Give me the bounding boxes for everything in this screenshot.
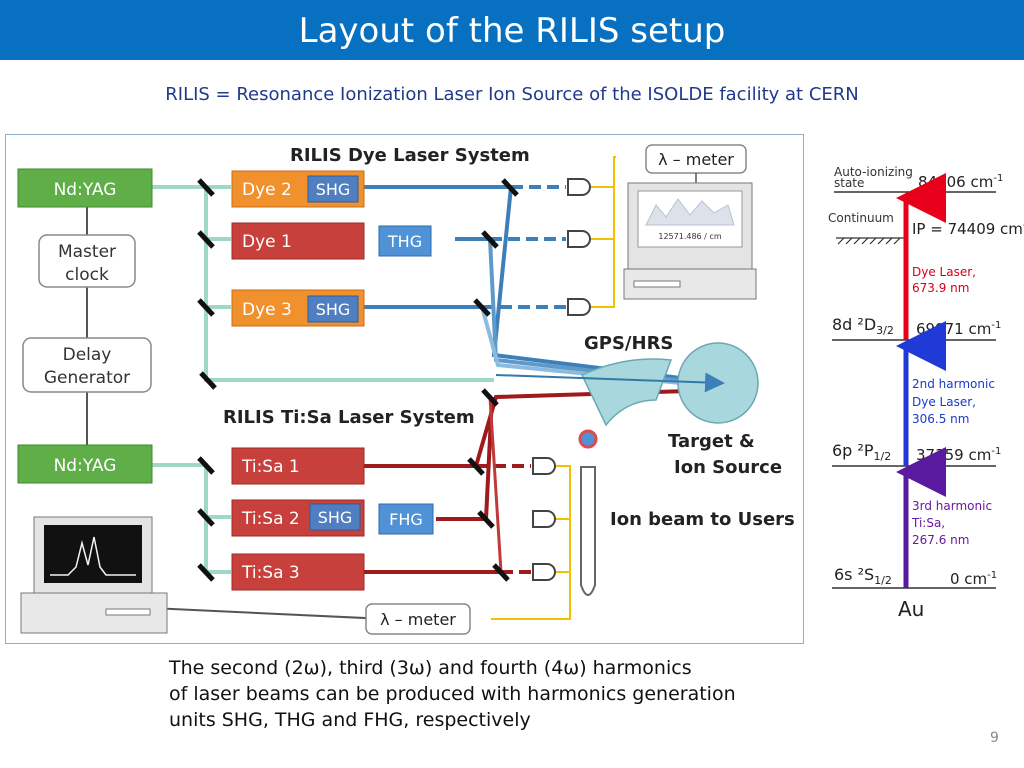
svg-text:Nd:YAG: Nd:YAG bbox=[54, 456, 117, 476]
autoionizing-value: 84806 cm-1 bbox=[918, 173, 1003, 191]
step1-label-2: Ti:Sa, bbox=[911, 516, 945, 530]
svg-text:THG: THG bbox=[387, 232, 422, 251]
pump-beam-top bbox=[152, 185, 494, 382]
step3-label-2: 673.9 nm bbox=[912, 281, 969, 295]
level-6s-label: 6s ²S1/2 bbox=[834, 565, 892, 587]
separator-magnet bbox=[495, 342, 759, 427]
lambda-meter-top: λ – meter bbox=[645, 144, 747, 185]
step2-label-3: 306.5 nm bbox=[912, 412, 969, 426]
master-clock-box: Master clock bbox=[38, 234, 136, 288]
dye-1-box: Dye 1 THG bbox=[231, 222, 432, 260]
svg-text:SHG: SHG bbox=[316, 180, 351, 199]
note-line-2: of laser beams can be produced with harm… bbox=[169, 683, 736, 705]
svg-text:Ti:Sa 1: Ti:Sa 1 bbox=[241, 457, 300, 477]
tisa-system-title: RILIS Ti:Sa Laser System bbox=[223, 407, 475, 428]
setup-svg: Nd:YAG Master clock Delay Generator Nd:Y… bbox=[17, 144, 795, 635]
svg-text:Delay: Delay bbox=[63, 345, 112, 365]
gps-hrs-label: GPS/HRS bbox=[584, 333, 673, 354]
page-number: 9 bbox=[990, 730, 999, 746]
autoionizing-label-1: Auto-ionizing bbox=[834, 165, 913, 179]
dye-3-box: Dye 3 SHG bbox=[231, 289, 365, 327]
computer-top: 12571.486 / cm bbox=[623, 182, 757, 300]
svg-text:Master: Master bbox=[58, 242, 116, 262]
level-6p-label: 6p ²P1/2 bbox=[832, 441, 891, 463]
ion-beam-label: Ion beam to Users bbox=[610, 509, 795, 530]
svg-text:Dye 3: Dye 3 bbox=[242, 300, 292, 320]
step2-label-1: 2nd harmonic bbox=[912, 377, 995, 391]
nd-yag-top: Nd:YAG bbox=[17, 168, 153, 208]
energy-level-scheme: Auto-ionizing state 84806 cm-1 Continuum… bbox=[826, 160, 1024, 630]
continuum-label: Continuum bbox=[828, 211, 894, 225]
svg-text:SHG: SHG bbox=[318, 508, 353, 527]
svg-text:Nd:YAG: Nd:YAG bbox=[54, 180, 117, 200]
level-6s-value: 0 cm-1 bbox=[950, 570, 997, 588]
note-line-3: units SHG, THG and FHG, respectively bbox=[169, 709, 531, 731]
svg-text:Dye 1: Dye 1 bbox=[242, 232, 292, 252]
fiber-lines bbox=[491, 156, 616, 620]
delay-generator-box: Delay Generator bbox=[22, 337, 152, 393]
svg-text:λ – meter: λ – meter bbox=[658, 150, 734, 169]
harmonics-note: The second (2ω), third (3ω) and fourth (… bbox=[169, 655, 736, 733]
slide-title: Layout of the RILIS setup bbox=[298, 11, 726, 51]
autoionizing-label-2: state bbox=[834, 176, 864, 190]
svg-text:clock: clock bbox=[65, 265, 109, 285]
photodiodes bbox=[532, 178, 591, 581]
pump-beam-bottom bbox=[152, 463, 231, 574]
tisa-3-box: Ti:Sa 3 bbox=[231, 553, 365, 591]
element-label: Au bbox=[898, 597, 924, 621]
ip-value: IP = 74409 cm-1 bbox=[912, 220, 1024, 238]
tisa-2-box: Ti:Sa 2 SHG FHG bbox=[231, 499, 434, 537]
level-8d-value: 69971 cm-1 bbox=[916, 320, 1001, 338]
step1-label-3: 267.6 nm bbox=[912, 533, 969, 547]
dye-system-title: RILIS Dye Laser System bbox=[290, 145, 530, 166]
svg-text:12571.486 / cm: 12571.486 / cm bbox=[658, 232, 721, 241]
rilis-setup-diagram: Nd:YAG Master clock Delay Generator Nd:Y… bbox=[5, 134, 804, 644]
step1-label-1: 3rd harmonic bbox=[912, 499, 992, 513]
svg-text:Ti:Sa 3: Ti:Sa 3 bbox=[241, 563, 300, 583]
dye-2-box: Dye 2 SHG bbox=[231, 170, 365, 208]
target-label-1: Target & bbox=[668, 431, 755, 452]
slide-subtitle: RILIS = Resonance Ionization Laser Ion S… bbox=[165, 84, 859, 105]
nd-yag-bottom: Nd:YAG bbox=[17, 444, 153, 484]
target-label-2: Ion Source bbox=[674, 457, 782, 478]
note-line-1: The second (2ω), third (3ω) and fourth (… bbox=[169, 657, 692, 679]
ionization-limit bbox=[836, 237, 906, 245]
svg-text:FHG: FHG bbox=[389, 510, 423, 529]
step3-label-1: Dye Laser, bbox=[912, 265, 976, 279]
tisa-1-box: Ti:Sa 1 bbox=[231, 447, 365, 485]
lambda-meter-bottom: λ – meter bbox=[365, 603, 471, 635]
level-8d-label: 8d ²D3/2 bbox=[832, 315, 894, 337]
svg-text:λ – meter: λ – meter bbox=[380, 610, 456, 629]
svg-text:SHG: SHG bbox=[316, 300, 351, 319]
svg-text:Dye 2: Dye 2 bbox=[242, 180, 292, 200]
computer-bottom bbox=[20, 516, 168, 634]
step2-label-2: Dye Laser, bbox=[912, 395, 976, 409]
svg-text:Generator: Generator bbox=[44, 368, 130, 388]
title-bar bbox=[0, 0, 1024, 60]
energy-svg: Auto-ionizing state 84806 cm-1 Continuum… bbox=[828, 165, 1024, 621]
mirrors bbox=[197, 178, 519, 582]
ion-beam-tube bbox=[578, 429, 598, 596]
svg-text:Ti:Sa 2: Ti:Sa 2 bbox=[241, 509, 300, 529]
level-6p-value: 37359 cm-1 bbox=[916, 446, 1001, 464]
